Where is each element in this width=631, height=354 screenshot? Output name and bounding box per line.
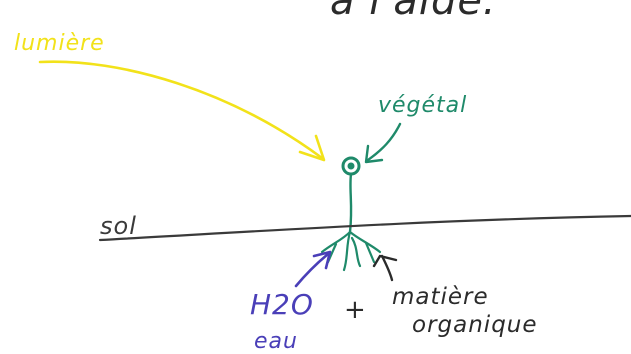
light-arrow xyxy=(38,60,324,160)
water-arrow-head xyxy=(312,250,332,270)
plant-label-arrow-head xyxy=(364,144,384,164)
plant-stem xyxy=(348,172,353,234)
organic-arrow xyxy=(380,254,394,282)
water-word-label: eau xyxy=(254,329,298,354)
soil-line xyxy=(98,214,631,242)
organic-arrow-head xyxy=(372,254,398,268)
plant-bud-icon xyxy=(341,156,361,176)
plus-sign: + xyxy=(344,295,367,325)
plant-label-arrow xyxy=(366,122,402,162)
soil-label: sol xyxy=(100,212,137,240)
plant-label: végétal xyxy=(378,93,467,118)
organic-label-line2: organique xyxy=(412,312,538,338)
organic-label-line1: matière xyxy=(392,284,489,310)
cut-off-heading: à l'aide: xyxy=(330,0,497,24)
water-arrow xyxy=(294,252,330,288)
water-formula-label: H2O xyxy=(250,288,314,321)
light-arrow-head xyxy=(298,134,326,162)
light-label: lumière xyxy=(14,31,105,56)
